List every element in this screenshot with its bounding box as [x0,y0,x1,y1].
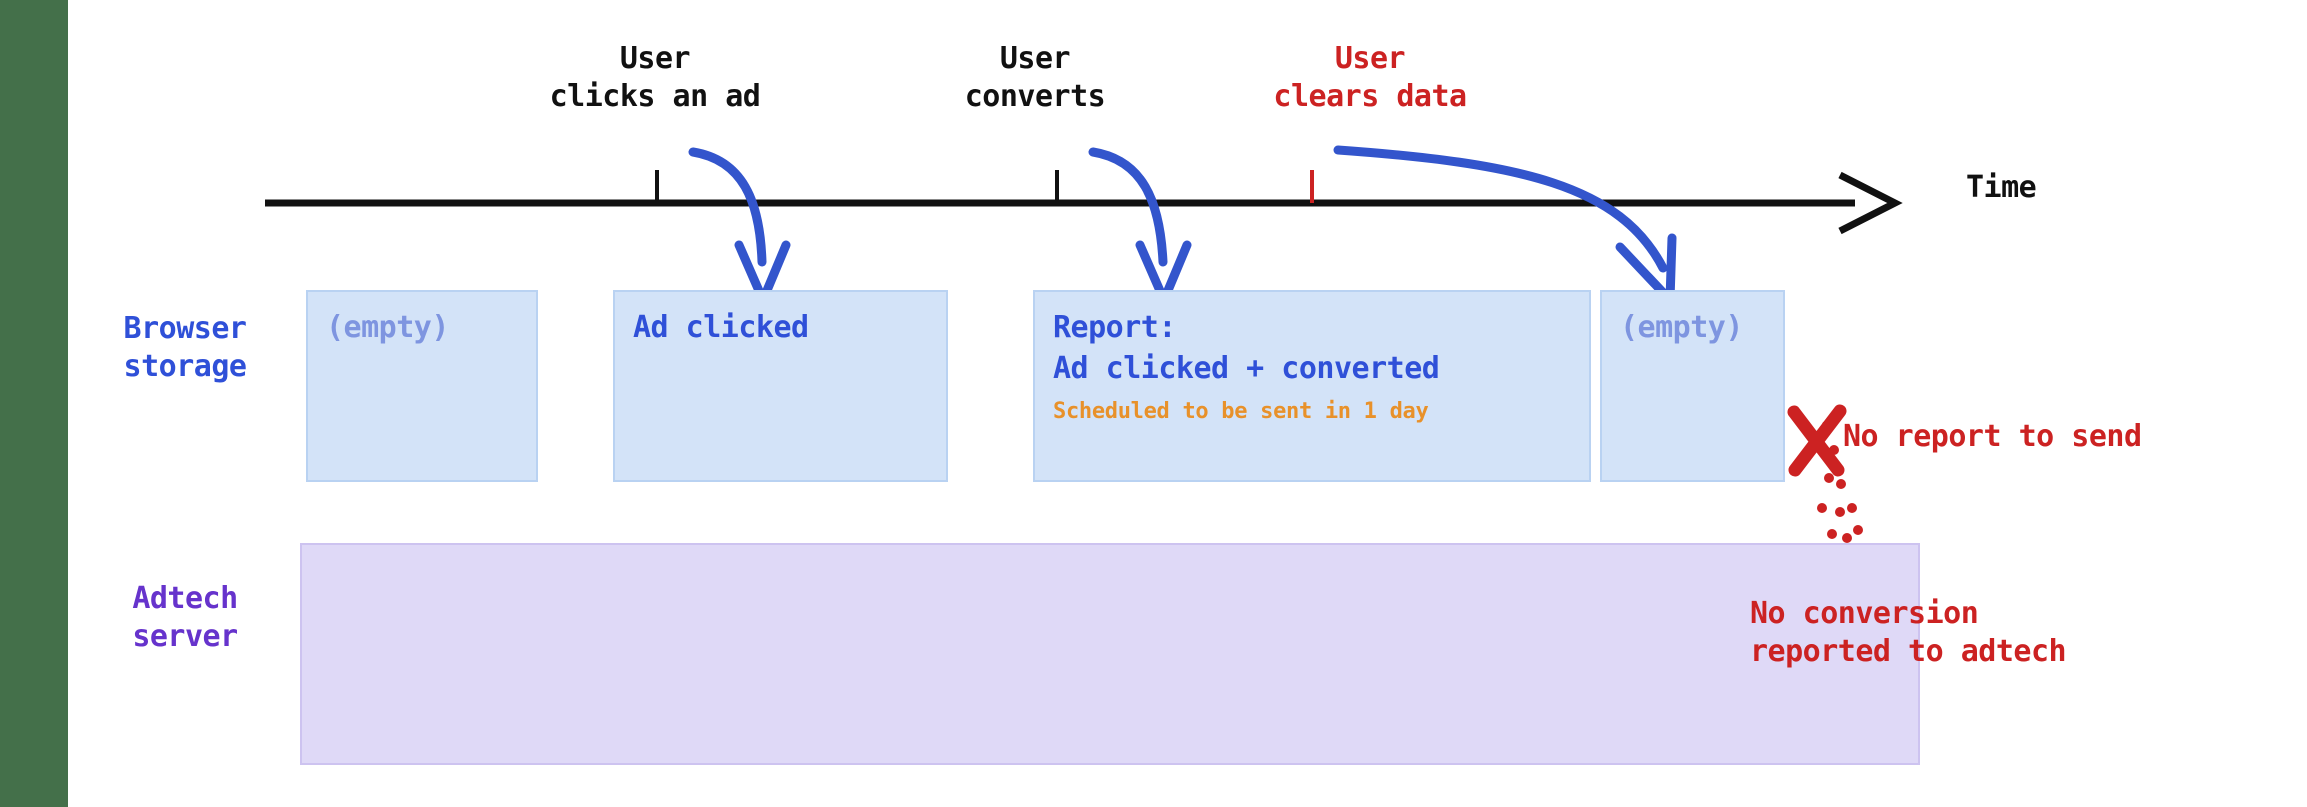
adtech-server-box [300,543,1920,765]
arrow-to-ad-clicked-box [688,147,791,305]
storage-box: Report: Ad clicked + converted Scheduled… [1033,290,1591,482]
timeline-axis-label: Time [1966,170,2037,205]
storage-box-line: Ad clicked + converted [1053,350,1440,386]
storage-box: (empty) [306,290,538,482]
timeline-event-label-1: User converts [964,41,1106,115]
arrow-to-report-box [1088,147,1192,305]
storage-box: Ad clicked [613,290,948,482]
storage-box-line: (empty) [1620,310,1743,345]
storage-box-line: Report: [1053,310,1176,345]
timeline-event-label-2: User clears data [1273,41,1467,115]
annotation-no-conversion-reported: No conversion reported to adtech [1750,596,2067,670]
timeline-axis [265,171,1903,235]
timeline-event-label-0: User clicks an ad [549,41,761,115]
dotted-trail-icon [1817,445,1863,543]
storage-box-schedule-note: Scheduled to be sent in 1 day [1053,399,1429,424]
row-label-adtech-server: Adtech server [132,581,238,655]
storage-box: (empty) [1600,290,1785,482]
row-label-browser-storage: Browser storage [123,311,247,385]
storage-box-line: Ad clicked [633,310,809,345]
storage-box-line: (empty) [326,310,449,345]
left-color-strip [0,0,68,807]
arrow-to-empty-box [1333,145,1677,305]
annotation-no-report-to-send: No report to send [1843,419,2142,454]
